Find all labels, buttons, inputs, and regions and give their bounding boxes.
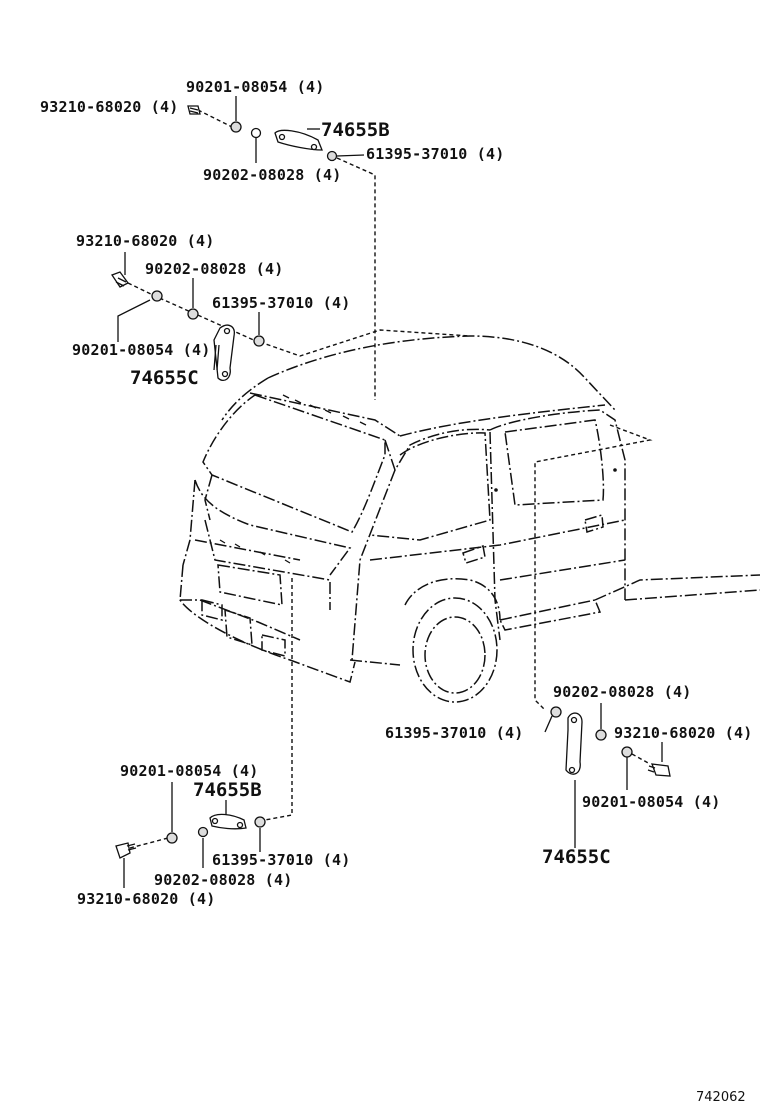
washer-icon — [187, 308, 199, 320]
grip-handle-icon — [565, 712, 583, 775]
label-br-90201-08054: 90201-08054 (4) — [582, 793, 720, 811]
bottom-left-fastener-group — [115, 782, 266, 888]
washer-icon — [595, 729, 607, 741]
cap-icon — [253, 335, 265, 347]
label-mid-74655C: 74655C — [130, 367, 199, 389]
mid-left-fastener-group — [111, 252, 265, 382]
washer-icon — [250, 127, 262, 139]
vehicle-outline — [179, 335, 760, 703]
nut-icon — [166, 832, 178, 844]
label-bl-90201-08054: 90201-08054 (4) — [120, 762, 258, 780]
screw-icon — [115, 842, 131, 859]
top-fastener-group — [187, 96, 365, 163]
label-top-74655B: 74655B — [321, 119, 390, 141]
label-top-93210-68020: 93210-68020 (4) — [40, 98, 178, 116]
nut-icon — [621, 746, 633, 758]
label-top-61395-37010: 61395-37010 (4) — [366, 145, 504, 163]
label-br-90202-08028: 90202-08028 (4) — [553, 683, 691, 701]
leader-lines — [127, 109, 653, 849]
washer-icon — [197, 826, 209, 838]
label-bl-61395-37010: 61395-37010 (4) — [212, 851, 350, 869]
cap-icon — [550, 706, 562, 718]
label-mid-90201-08054: 90201-08054 (4) — [72, 341, 210, 359]
cap-icon — [326, 150, 338, 162]
label-br-61395-37010: 61395-37010 (4) — [385, 724, 523, 742]
bottom-right-fastener-group — [544, 703, 671, 848]
screw-icon — [187, 105, 201, 115]
cap-icon — [254, 816, 266, 828]
label-mid-90202-08028: 90202-08028 (4) — [145, 260, 283, 278]
label-bl-90202-08028: 90202-08028 (4) — [154, 871, 292, 889]
label-br-93210-68020: 93210-68020 (4) — [614, 724, 752, 742]
grip-handle-icon — [213, 324, 235, 382]
nut-icon — [230, 121, 242, 133]
label-br-74655C: 74655C — [542, 846, 611, 868]
label-top-90201-08054: 90201-08054 (4) — [186, 78, 324, 96]
label-bl-93210-68020: 93210-68020 (4) — [77, 890, 215, 908]
label-bl-74655B: 74655B — [193, 779, 262, 801]
label-mid-61395-37010: 61395-37010 (4) — [212, 294, 350, 312]
nut-icon — [151, 290, 163, 302]
label-mid-93210-68020: 93210-68020 (4) — [76, 232, 214, 250]
label-top-90202-08028: 90202-08028 (4) — [203, 166, 341, 184]
diagram-code: 742062 — [696, 1090, 746, 1105]
screw-icon — [651, 763, 671, 777]
part-labels: 90201-08054 (4) 93210-68020 (4) 74655B 6… — [40, 78, 752, 1105]
grip-handle-icon — [274, 129, 323, 151]
